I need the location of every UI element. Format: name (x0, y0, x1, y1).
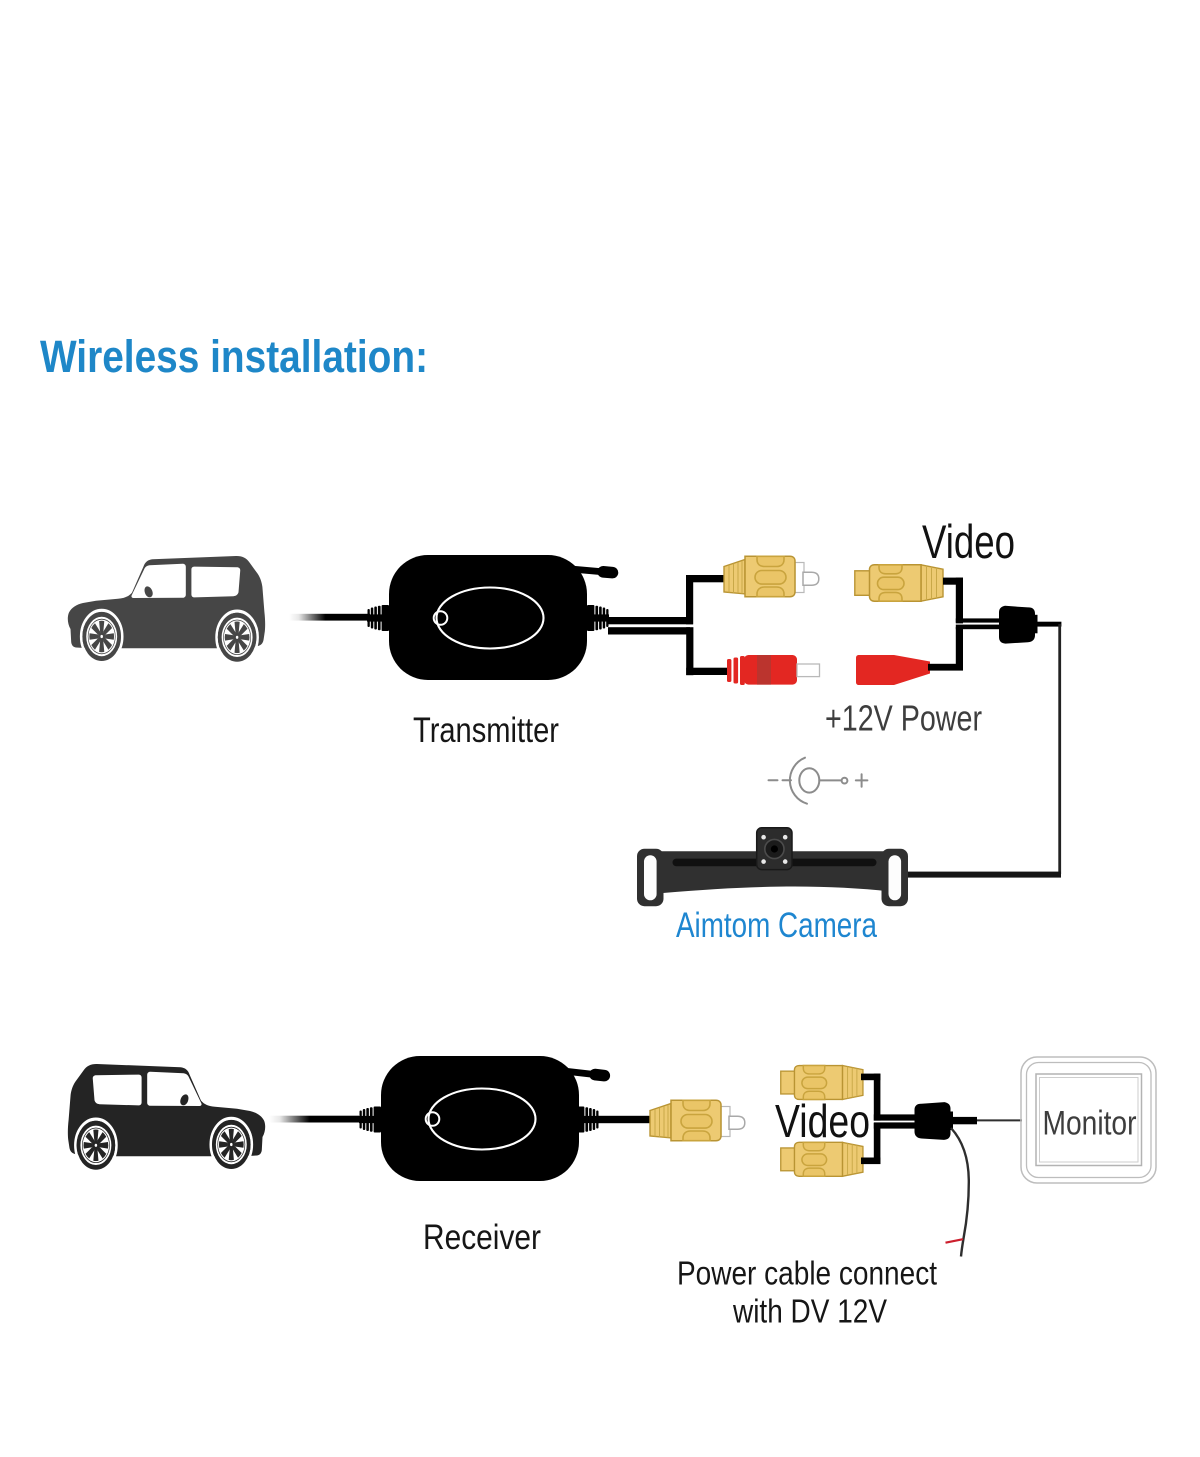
svg-text:Monitor: Monitor (1043, 1105, 1137, 1143)
svg-text:Video: Video (775, 1095, 870, 1147)
svg-text:Transmitter: Transmitter (413, 711, 559, 750)
svg-text:+12V Power: +12V Power (825, 698, 982, 739)
svg-text:Video: Video (922, 515, 1015, 568)
svg-text:Wireless installation:: Wireless installation: (40, 331, 428, 382)
svg-text:Aimtom Camera: Aimtom Camera (676, 906, 877, 945)
svg-text:with DV 12V: with DV 12V (732, 1293, 887, 1330)
svg-text:Receiver: Receiver (423, 1218, 541, 1257)
svg-text:Power cable connect: Power cable connect (677, 1255, 937, 1292)
